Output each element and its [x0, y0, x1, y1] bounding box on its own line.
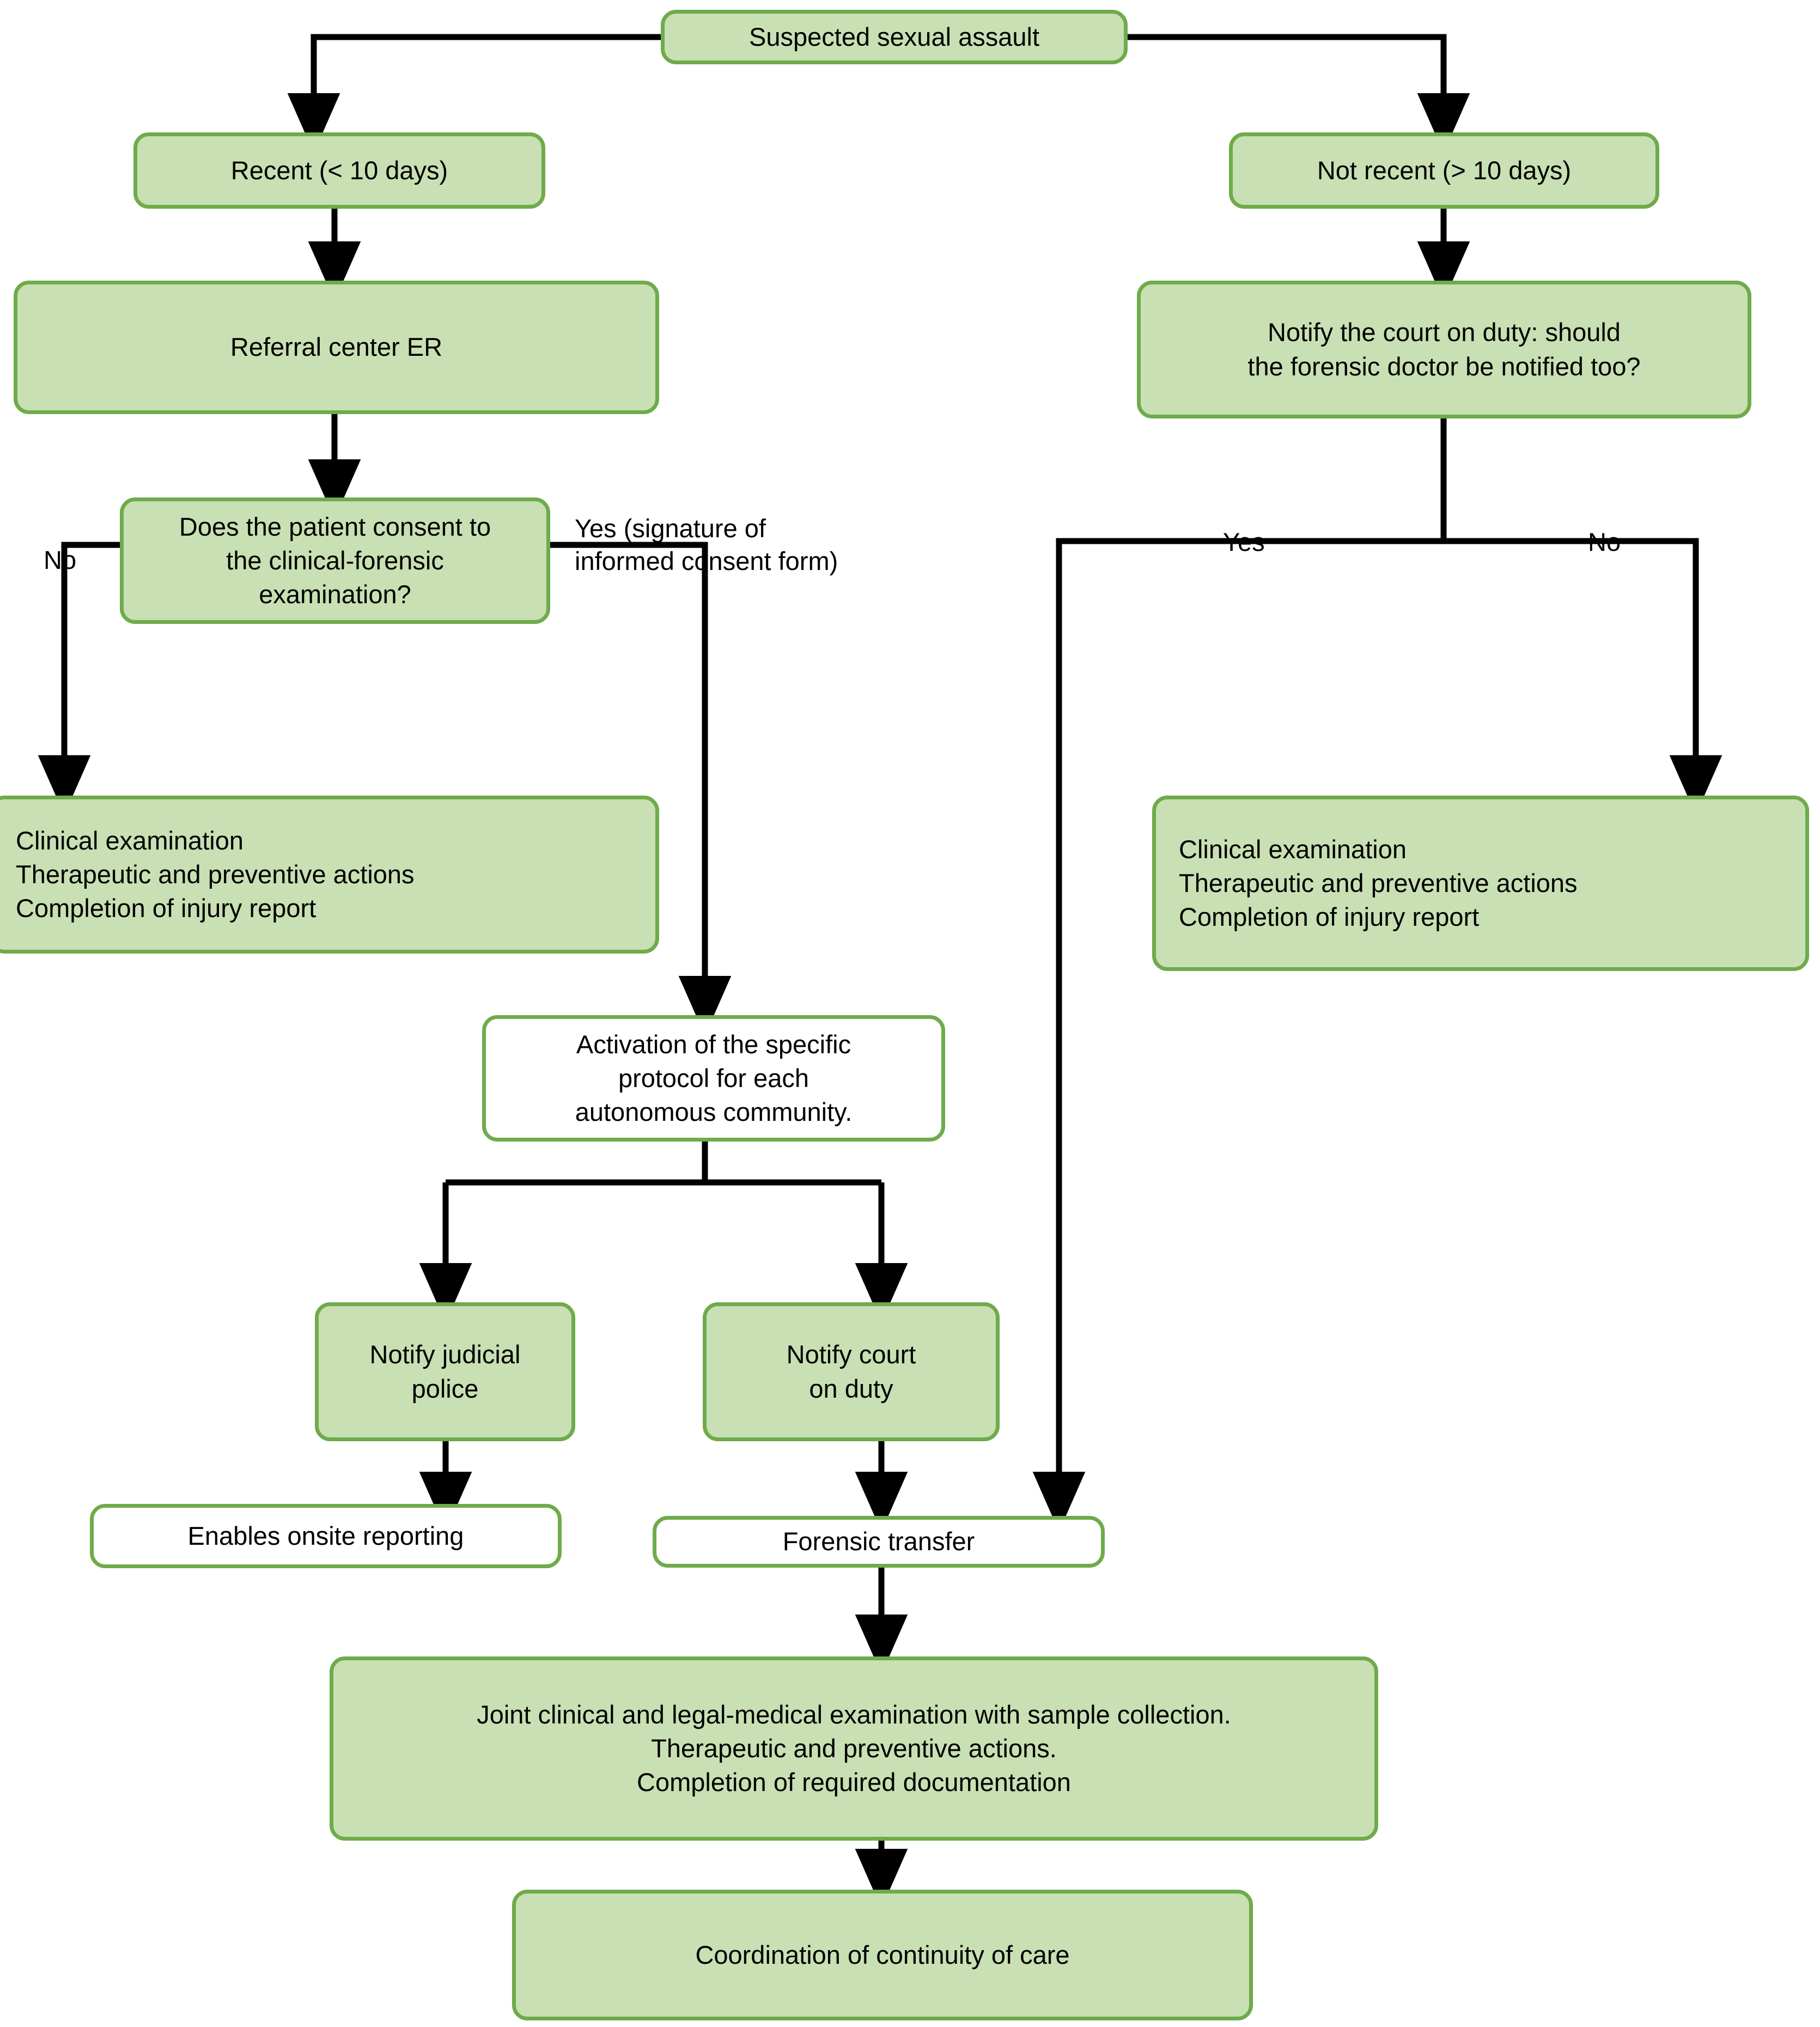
node-not-recent[interactable]: Not recent (> 10 days) — [1229, 132, 1659, 209]
node-clinical-exam-right[interactable]: Clinical examination Therapeutic and pre… — [1152, 796, 1809, 971]
node-clinical-exam-left[interactable]: Clinical examination Therapeutic and pre… — [0, 796, 659, 954]
edge-label-text: Yes — [1223, 527, 1265, 557]
node-consent-question[interactable]: Does the patient consent to the clinical… — [120, 497, 550, 624]
node-notify-court-on-duty[interactable]: Notify court on duty — [703, 1302, 1000, 1441]
node-label: Clinical examination Therapeutic and pre… — [1179, 834, 1578, 932]
node-referral-center-er[interactable]: Referral center ER — [14, 281, 659, 414]
edge-court-no-to-clinical-right — [1444, 538, 1722, 815]
node-activation-protocol[interactable]: Activation of the specific protocol for … — [482, 1015, 945, 1142]
edge-label-text: No — [44, 545, 77, 575]
node-enables-onsite-reporting[interactable]: Enables onsite reporting — [90, 1504, 562, 1568]
node-label: Notify judicial police — [369, 1340, 521, 1403]
node-notify-court-question[interactable]: Notify the court on duty: should the for… — [1137, 281, 1751, 418]
node-label: Suspected sexual assault — [749, 22, 1039, 51]
node-suspected-sexual-assault[interactable]: Suspected sexual assault — [661, 10, 1128, 64]
node-recent[interactable]: Recent (< 10 days) — [133, 132, 545, 209]
node-notify-judicial-police[interactable]: Notify judicial police — [315, 1302, 575, 1441]
edge-label-text: Yes (signature of informed consent form) — [575, 514, 838, 576]
node-coordination-of-care[interactable]: Coordination of continuity of care — [512, 1890, 1253, 2020]
node-label: Referral center ER — [230, 332, 443, 362]
node-label: Activation of the specific protocol for … — [575, 1029, 853, 1127]
node-label: Forensic transfer — [782, 1527, 975, 1556]
node-forensic-transfer[interactable]: Forensic transfer — [653, 1516, 1105, 1568]
edge-label-court-yes: Yes — [1223, 493, 1265, 559]
edge-label-court-no: No — [1588, 493, 1621, 559]
edge-root-to-recent — [287, 34, 661, 153]
node-label: Does the patient consent to the clinical… — [179, 512, 491, 609]
edge-court-yes-to-forensic-transfer — [1032, 538, 1444, 1532]
node-label: Joint clinical and legal-medical examina… — [477, 1700, 1231, 1797]
node-label: Enables onsite reporting — [187, 1521, 464, 1550]
node-label: Notify the court on duty: should the for… — [1247, 318, 1641, 381]
node-label: Clinical examination Therapeutic and pre… — [16, 826, 415, 923]
node-joint-examination[interactable]: Joint clinical and legal-medical examina… — [330, 1656, 1378, 1841]
edge-root-to-not-recent — [1128, 34, 1470, 153]
edge-consent-no-to-clinical-left — [38, 542, 120, 815]
node-label: Recent (< 10 days) — [230, 155, 448, 185]
edge-label-text: No — [1588, 527, 1621, 557]
node-label: Notify court on duty — [786, 1340, 916, 1403]
edge-label-consent-no: No — [44, 511, 76, 576]
edge-label-consent-yes: Yes (signature of informed consent form) — [575, 480, 838, 578]
node-label: Coordination of continuity of care — [695, 1940, 1070, 1969]
node-label: Not recent (> 10 days) — [1317, 155, 1572, 185]
